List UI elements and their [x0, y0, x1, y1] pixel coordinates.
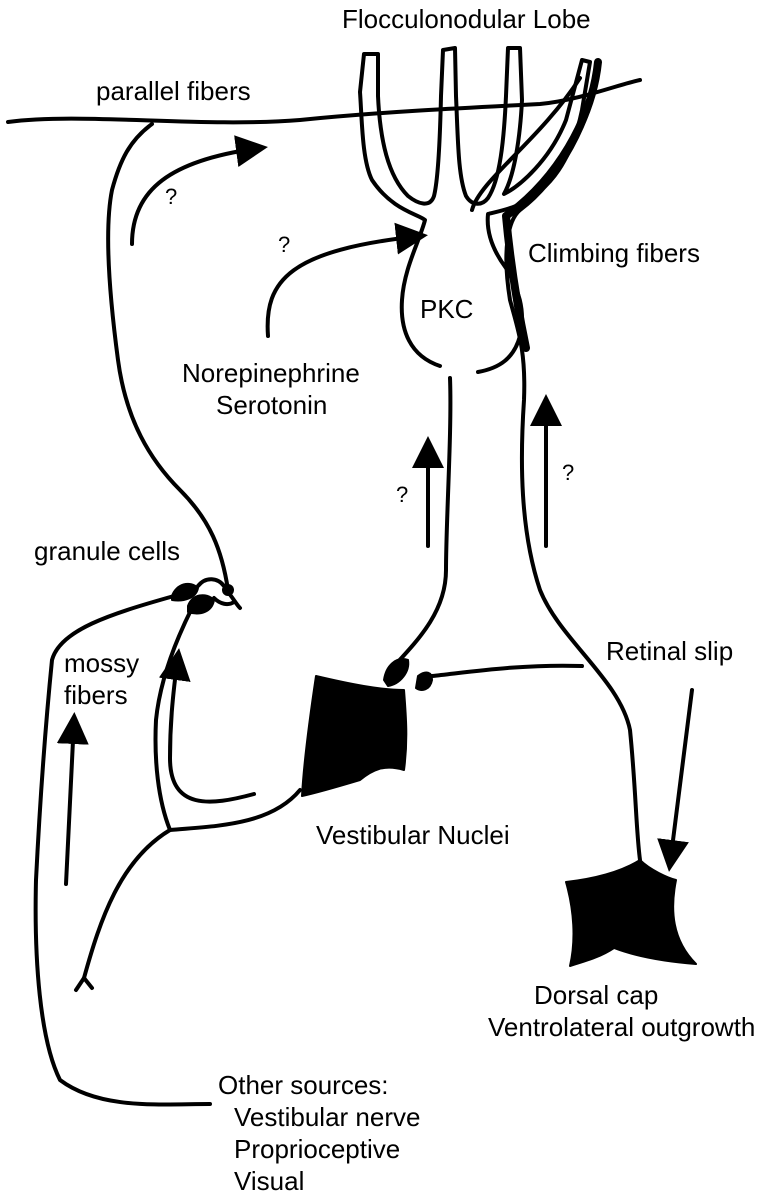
mossy-fiber-right: [153, 606, 194, 832]
granule-axon: [106, 122, 230, 592]
proprioceptive-label: Proprioceptive: [234, 1134, 400, 1164]
vestibular-nuclei-body: [301, 675, 408, 797]
unknown-mark-climbing: ?: [562, 460, 574, 485]
parallel-fibers-label: parallel fibers: [96, 76, 251, 106]
arrow-mossy-upward: [56, 712, 89, 886]
climbing-fiber-collateral: [430, 663, 584, 678]
granule-cell-node: [222, 584, 234, 596]
fibers-label: fibers: [64, 680, 128, 710]
arrow-retinal-slip: [657, 688, 694, 872]
purkinje-dendrite-right-inner: [470, 76, 582, 212]
purkinje-dendritic-tree: [358, 46, 592, 374]
mossy-fiber-left: [33, 594, 212, 1107]
unknown-mark-pkc: ?: [396, 482, 408, 507]
granule-cell-body-1: [171, 582, 199, 602]
pkc-axon: [394, 376, 453, 666]
ventrolateral-outgrowth-label: Ventrolateral outgrowth: [488, 1012, 755, 1042]
climbing-fiber-thick: [502, 58, 602, 352]
visual-label: Visual: [234, 1166, 304, 1196]
parallel-fibers-line: [6, 78, 642, 125]
flocculonodular-lobe-label: Flocculonodular Lobe: [342, 4, 591, 34]
arrow-parallel-upward-curve: [130, 135, 268, 246]
serotonin-label: Serotonin: [216, 390, 327, 420]
vestibular-nuclei-synapse: [415, 671, 433, 691]
mossy-fiber-branch: [82, 788, 302, 980]
vestibular-nerve-label: Vestibular nerve: [234, 1102, 420, 1132]
pkc-label: PKC: [420, 294, 473, 324]
mossy-fiber-terminal-fork: [74, 976, 94, 992]
unknown-mark-parallel: ?: [165, 184, 177, 209]
mossy-label: mossy: [64, 648, 139, 678]
arrow-mossy-loop: [158, 648, 256, 804]
dorsal-cap-body: [565, 859, 697, 967]
arrow-neuromodulator-to-pkc: [265, 222, 428, 338]
dorsal-cap-label: Dorsal cap: [534, 980, 658, 1010]
granule-cells-label: granule cells: [34, 536, 180, 566]
climbing-fibers-label: Climbing fibers: [528, 238, 700, 268]
norepinephrine-label: Norepinephrine: [182, 358, 360, 388]
vestibular-nuclei-label: Vestibular Nuclei: [316, 820, 510, 850]
pkc-axon-terminal: [383, 658, 410, 687]
retinal-slip-label: Retinal slip: [606, 636, 733, 666]
unknown-mark-neuromodulator: ?: [278, 232, 290, 257]
other-sources-label: Other sources:: [218, 1070, 389, 1100]
